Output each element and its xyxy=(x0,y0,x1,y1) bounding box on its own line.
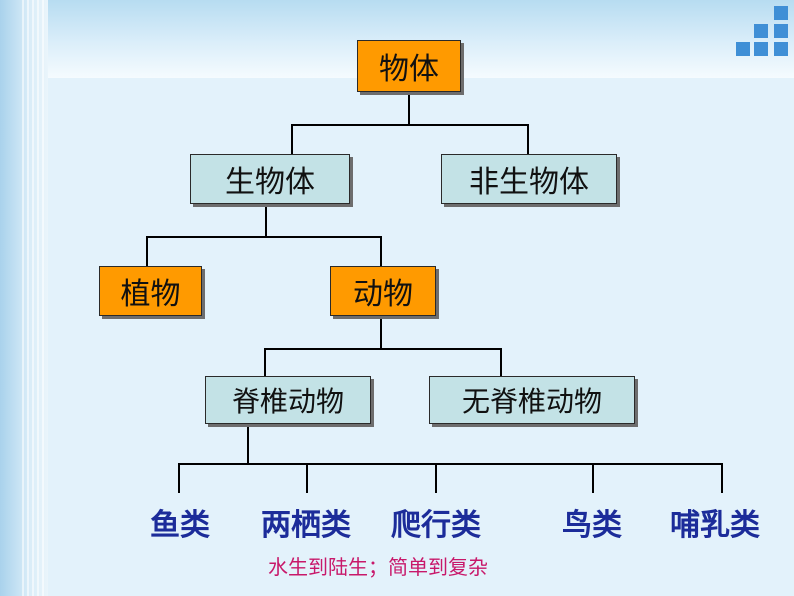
leaf-label: 鸟类 xyxy=(562,508,622,543)
connector-line xyxy=(435,463,437,493)
connector-line xyxy=(265,204,267,237)
corner-square xyxy=(774,24,788,38)
corner-square xyxy=(754,42,768,56)
leaf-label: 哺乳类 xyxy=(670,508,760,543)
node-level3-0: 脊椎动物 xyxy=(205,376,371,424)
connector-line xyxy=(592,463,594,493)
connector-line xyxy=(721,463,723,493)
connector-line xyxy=(146,236,382,238)
connector-line xyxy=(264,348,266,376)
connector-line xyxy=(146,236,148,266)
leaf-label: 两栖类 xyxy=(261,508,351,543)
connector-line xyxy=(178,463,723,465)
content-area xyxy=(48,78,794,596)
caption-text: 水生到陆生；简单到复杂 xyxy=(268,555,488,579)
connector-line xyxy=(408,92,410,125)
connector-line xyxy=(247,424,249,464)
node-root: 物体 xyxy=(357,40,461,92)
corner-square xyxy=(774,6,788,20)
connector-line xyxy=(380,236,382,266)
corner-square xyxy=(736,42,750,56)
node-level1-1: 非生物体 xyxy=(441,154,617,204)
node-level2-1: 动物 xyxy=(330,266,436,316)
connector-line xyxy=(500,348,502,376)
node-level3-1: 无脊椎动物 xyxy=(429,376,635,424)
node-level2-0: 植物 xyxy=(99,266,202,316)
connector-line xyxy=(178,463,180,493)
leaf-label: 鱼类 xyxy=(150,508,210,543)
connector-line xyxy=(291,124,293,154)
connector-line xyxy=(527,124,529,154)
corner-square xyxy=(774,42,788,56)
connector-line xyxy=(306,463,308,493)
connector-line xyxy=(380,316,382,349)
connector-line xyxy=(291,124,529,126)
connector-line xyxy=(264,348,502,350)
left-stripes-decoration xyxy=(22,0,44,596)
corner-square xyxy=(754,24,768,38)
node-level1-0: 生物体 xyxy=(190,154,350,204)
leaf-label: 爬行类 xyxy=(391,508,481,543)
